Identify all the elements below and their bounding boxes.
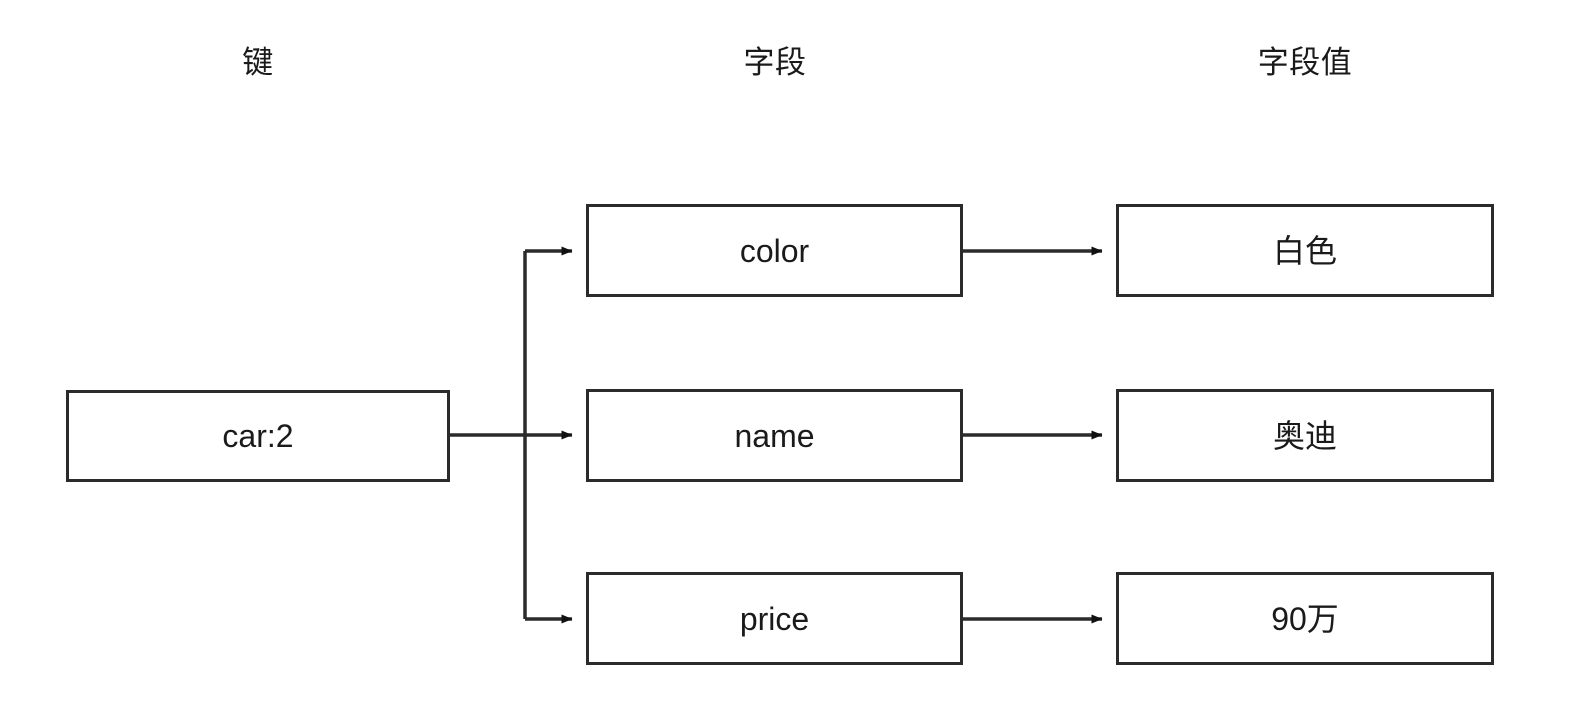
column-header-field: 字段 <box>743 45 807 80</box>
value-node-label: 白色 <box>1272 232 1337 269</box>
value-node-label: 90万 <box>1271 600 1339 637</box>
column-header-key: 键 <box>242 45 274 80</box>
key-node-label: car:2 <box>222 418 294 454</box>
field-node-label: name <box>734 417 815 454</box>
field-node-price[interactable]: price <box>586 572 963 665</box>
field-node-name[interactable]: name <box>586 389 963 482</box>
field-node-label: color <box>739 232 810 269</box>
value-node-name[interactable]: 奥迪 <box>1116 389 1494 482</box>
column-header-field-value: 字段值 <box>1257 45 1353 80</box>
field-node-label: price <box>739 600 810 637</box>
value-node-price[interactable]: 90万 <box>1116 572 1494 665</box>
key-node[interactable]: car:2 <box>66 390 450 482</box>
value-node-label: 奥迪 <box>1272 417 1337 454</box>
value-node-color[interactable]: 白色 <box>1116 204 1494 297</box>
field-node-color[interactable]: color <box>586 204 963 297</box>
